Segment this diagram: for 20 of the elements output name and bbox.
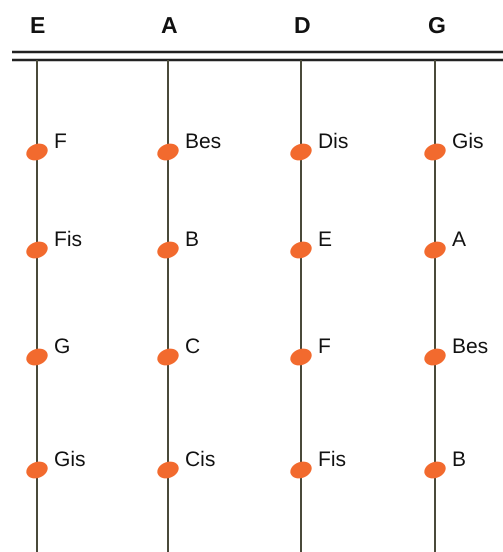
- string-name: G: [428, 14, 446, 37]
- string-name: A: [161, 14, 178, 37]
- note-name: A: [452, 229, 466, 250]
- note-name: B: [452, 449, 466, 470]
- note-name: Dis: [318, 131, 348, 152]
- note-name: G: [54, 336, 70, 357]
- note-name: F: [54, 131, 67, 152]
- note-name: Fis: [318, 449, 346, 470]
- note-name: C: [185, 336, 200, 357]
- note-name: Gis: [452, 131, 484, 152]
- string-name: D: [294, 14, 311, 37]
- note-name: Cis: [185, 449, 216, 470]
- note-name: Fis: [54, 229, 82, 250]
- note-name: B: [185, 229, 200, 250]
- note-name: F: [318, 336, 331, 357]
- note-name: E: [318, 229, 332, 250]
- note-name: Gis: [54, 449, 86, 470]
- string-name: E: [30, 14, 46, 37]
- note-name: Bes: [185, 131, 222, 152]
- note-name: Bes: [452, 336, 488, 357]
